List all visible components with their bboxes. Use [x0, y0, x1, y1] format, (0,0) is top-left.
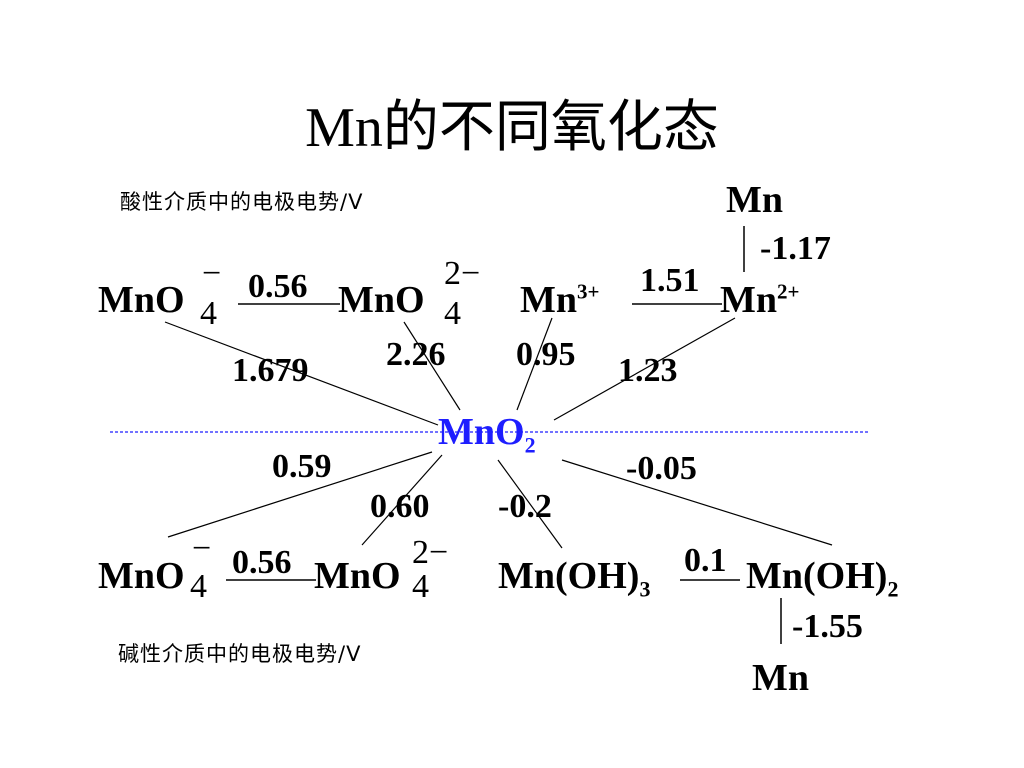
acid-line-mn2-mno2	[553, 317, 736, 421]
base-mnoh3-sub: 3	[639, 576, 651, 602]
base-mnoh2-sub: 2	[887, 576, 899, 602]
acid-mno4-charge: −	[202, 255, 222, 292]
base-potential-mno4-2-mno2: 0.60	[370, 488, 430, 525]
base-caption: 碱性介质中的电极电势/V	[118, 642, 362, 666]
acid-mno4-2-charge: 2−	[444, 255, 481, 292]
base-species-mno4: MnO	[98, 554, 185, 598]
center-base: MnO	[438, 411, 525, 453]
base-potential-mnoh3-mnoh2: 0.1	[684, 542, 727, 579]
base-potential-mno4-mno4-2: 0.56	[232, 544, 292, 581]
base-line-mno2-mnoh2	[561, 459, 833, 546]
center-sub: 2	[524, 432, 536, 458]
base-potential-mno2-mnoh2: -0.05	[626, 450, 697, 487]
base-mno4-2-count: 4	[412, 568, 429, 605]
base-mnoh3-base: Mn(OH)	[498, 555, 640, 597]
acid-mn2-charge: 2+	[777, 279, 800, 304]
base-species-mnoh2: Mn(OH)2	[746, 554, 898, 603]
base-mno4-2-base: MnO	[314, 555, 401, 597]
acid-potential-mno4-mno2: 1.679	[232, 352, 309, 389]
base-mno4-charge: −	[192, 530, 212, 567]
acid-line-mno4-mno2	[164, 321, 439, 426]
acid-species-mn3: Mn3+	[520, 278, 599, 322]
acid-line-mn3-mno2	[516, 317, 553, 411]
acid-mno4-count: 4	[200, 295, 217, 332]
acid-species-mno4: MnO	[98, 278, 185, 322]
acid-potential-mno4-mno4-2: 0.56	[248, 268, 308, 305]
base-line-mno2-mno4-2	[361, 454, 443, 546]
acid-species-mn-top: Mn	[726, 179, 783, 221]
acid-caption: 酸性介质中的电极电势/V	[120, 190, 364, 214]
acid-mno4-2-base: MnO	[338, 279, 425, 321]
acid-potential-mno2-mn2: 1.23	[618, 352, 678, 389]
acid-potential-mno2-mn3: 0.95	[516, 336, 576, 373]
acid-mn3-base: Mn	[520, 279, 577, 321]
base-potential-mnoh2-mn: -1.55	[792, 608, 863, 645]
base-species-mno4-2: MnO	[314, 554, 401, 598]
acid-potential-mn3-mn2: 1.51	[640, 262, 700, 299]
acid-species-mn2: Mn2+	[720, 278, 799, 322]
acid-mno4-base: MnO	[98, 279, 185, 321]
base-line-mno2-mno4	[167, 451, 433, 538]
acid-mn2-base: Mn	[720, 279, 777, 321]
acid-species-mno4-2: MnO	[338, 278, 425, 322]
page-title: Mn的不同氧化态	[305, 97, 719, 159]
acid-mn3-charge: 3+	[577, 279, 600, 304]
acid-potential-mn2-mn: -1.17	[760, 230, 831, 267]
base-mnoh2-base: Mn(OH)	[746, 555, 888, 597]
base-line-mno2-mnoh3	[497, 459, 563, 549]
base-potential-mno2-mnoh3: -0.2	[498, 488, 552, 525]
base-mno4-base: MnO	[98, 555, 185, 597]
base-species-mnoh3: Mn(OH)3	[498, 554, 650, 603]
acid-potential-mno4-2-mno2: 2.26	[386, 336, 446, 373]
base-species-mn-bottom: Mn	[752, 657, 809, 699]
base-mno4-2-charge: 2−	[412, 534, 449, 571]
base-potential-mno4-mno2: 0.59	[272, 448, 332, 485]
base-mno4-count: 4	[190, 568, 207, 605]
acid-line-mno4-2-mno2	[403, 321, 461, 411]
acid-mno4-2-count: 4	[444, 295, 461, 332]
center-species-mno2: MnO2	[438, 410, 536, 459]
